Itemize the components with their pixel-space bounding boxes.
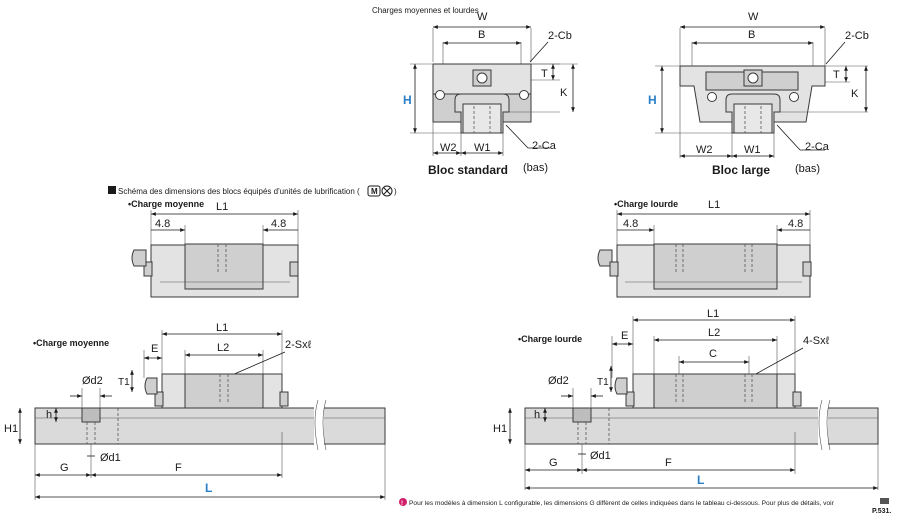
side-medium-G: G xyxy=(60,462,69,474)
side-medium-L2: L2 xyxy=(217,342,229,354)
std-Cb-label: 2-Cb xyxy=(548,30,572,42)
side-heavy-L1: L1 xyxy=(707,308,719,320)
side-heavy-Sx: 4-Sxℓ xyxy=(803,335,830,347)
lube-medium-view: •Charge moyenne L1 4.8 4.8 xyxy=(128,199,299,298)
side-medium-h: h xyxy=(46,409,52,421)
lube-heavy-L1: L1 xyxy=(708,199,720,211)
lg-K-label: K xyxy=(851,88,859,100)
lubrication-title: Schéma des dimensions des blocs équipés … xyxy=(118,187,360,196)
section-square-icon xyxy=(108,186,116,194)
std-H-label: H xyxy=(403,93,412,107)
footnote-page: P.531. xyxy=(872,508,891,515)
lube-heavy-left-dim: 4.8 xyxy=(623,218,638,230)
side-medium-d1: Ød1 xyxy=(100,452,121,464)
side-heavy-C: C xyxy=(709,348,717,360)
lg-W1-label: W1 xyxy=(744,144,761,156)
lg-T-label: T xyxy=(833,69,840,81)
side-heavy-d2: Ød2 xyxy=(548,375,569,387)
std-K-label: K xyxy=(560,87,568,99)
standard-block-view: W B 2-Cb T K H xyxy=(403,11,578,177)
lube-heavy-label: •Charge lourde xyxy=(614,199,678,209)
lube-medium-L1: L1 xyxy=(216,201,228,213)
side-heavy-d1: Ød1 xyxy=(590,450,611,462)
std-W2-label: W2 xyxy=(440,142,457,154)
lg-block-caption: Bloc large xyxy=(712,163,770,177)
lg-W2-label: W2 xyxy=(696,144,713,156)
side-view-medium: •Charge moyenne L1 L2 E 2-Sxℓ T1 xyxy=(4,322,386,500)
side-medium-F: F xyxy=(175,462,182,474)
lg-H-label: H xyxy=(648,93,657,107)
side-heavy-label: •Charge lourde xyxy=(518,334,582,344)
side-medium-d2: Ød2 xyxy=(82,375,103,387)
side-medium-H1: H1 xyxy=(4,423,18,435)
lg-B-label: B xyxy=(748,29,755,41)
side-medium-E: E xyxy=(151,343,158,355)
lg-Ca-label: 2-Ca xyxy=(805,141,830,153)
std-W-label: W xyxy=(477,11,488,23)
std-Ca-label: 2-Ca xyxy=(532,140,557,152)
side-medium-T1: T1 xyxy=(118,377,130,388)
footnote-ref-icon xyxy=(880,498,889,504)
lube-heavy-view: •Charge lourde L1 4.8 4.8 xyxy=(597,199,812,298)
lube-badge-icon xyxy=(367,185,381,197)
lube-title-end: ) xyxy=(394,187,397,196)
std-bas-label: (bas) xyxy=(523,162,548,174)
side-heavy-H1: H1 xyxy=(493,423,507,435)
footnote-marker-icon xyxy=(399,498,407,506)
large-block-view: W B 2-Cb T K H xyxy=(648,11,869,177)
side-heavy-L: L xyxy=(697,473,704,487)
side-heavy-h: h xyxy=(534,409,540,421)
lube-medium-left-dim: 4.8 xyxy=(155,218,170,230)
side-heavy-G: G xyxy=(549,457,558,469)
lg-Cb-label: 2-Cb xyxy=(845,30,869,42)
svg-text:!: ! xyxy=(401,501,403,507)
side-heavy-E: E xyxy=(621,330,628,342)
std-B-label: B xyxy=(478,29,485,41)
side-medium-label: •Charge moyenne xyxy=(33,338,109,348)
side-view-heavy: •Charge lourde L1 L2 C E 4-Sxℓ T1 xyxy=(493,308,879,490)
std-T-label: T xyxy=(541,68,548,80)
side-medium-Sx: 2-Sxℓ xyxy=(285,339,312,351)
side-medium-L1: L1 xyxy=(216,322,228,334)
charges-title: Charges moyennes et lourdes xyxy=(372,6,479,15)
std-block-caption: Bloc standard xyxy=(428,163,508,177)
side-heavy-F: F xyxy=(665,457,672,469)
footnote-text: Pour les modèles à dimension L configura… xyxy=(409,500,835,507)
side-heavy-L2: L2 xyxy=(708,327,720,339)
side-medium-L: L xyxy=(205,481,212,495)
side-heavy-T1: T1 xyxy=(597,377,609,388)
lube-heavy-right-dim: 4.8 xyxy=(788,218,803,230)
lg-W-label: W xyxy=(748,11,759,23)
lube-badge: M xyxy=(371,187,378,196)
std-W1-label: W1 xyxy=(474,142,491,154)
lube-medium-label: •Charge moyenne xyxy=(128,199,204,209)
lg-bas-label: (bas) xyxy=(795,163,820,175)
lube-medium-right-dim: 4.8 xyxy=(271,218,286,230)
